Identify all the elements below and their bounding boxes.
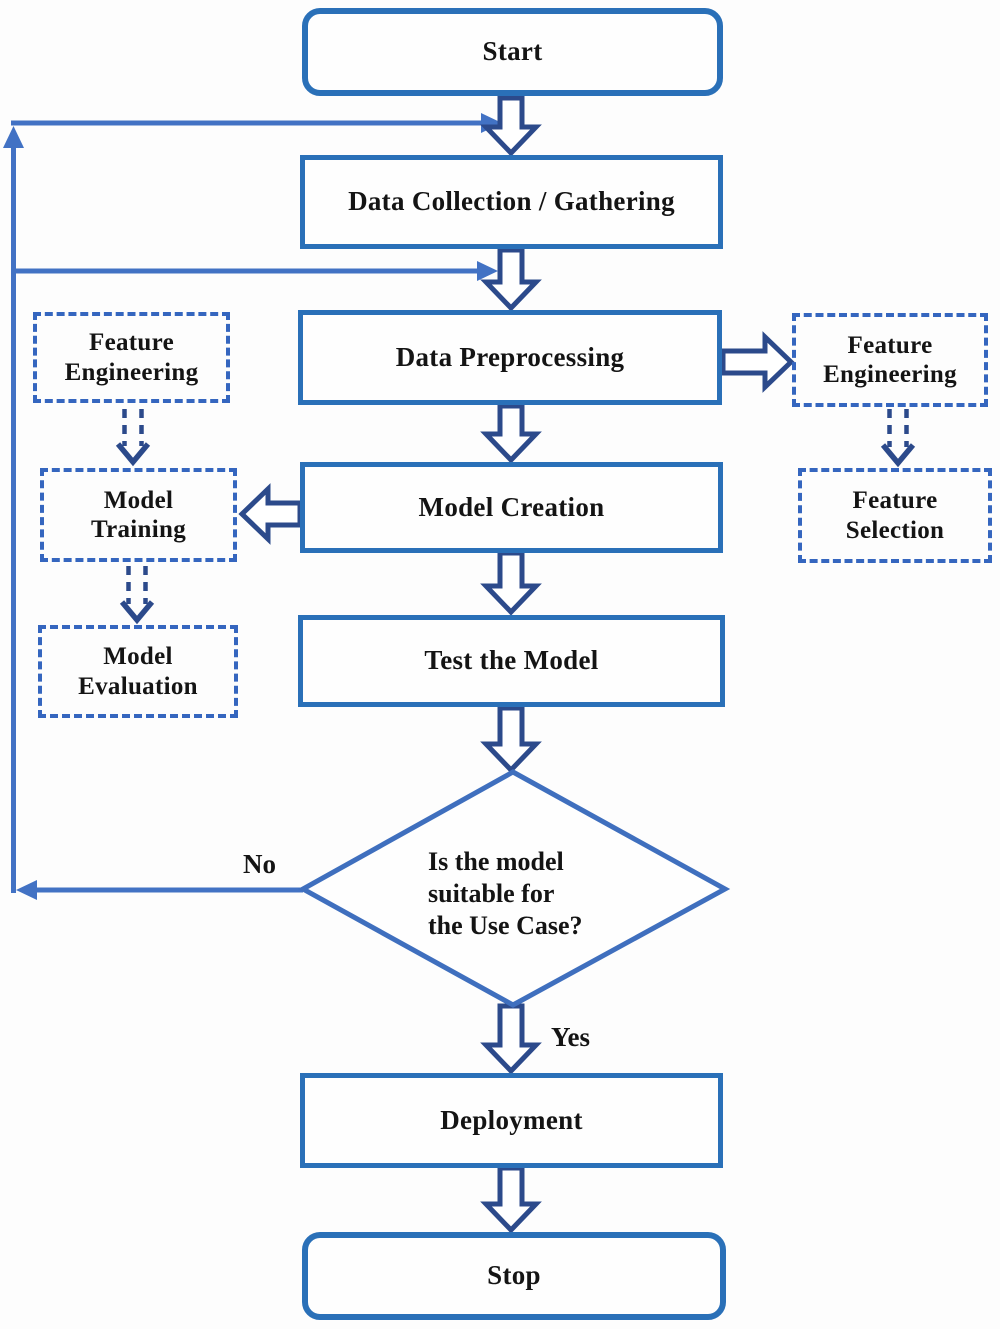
arrow-test-to-decision-icon [480,705,542,774]
node-test-model-label: Test the Model [424,645,599,676]
node-feature-engineering-right: Feature Engineering [792,313,988,407]
node-deployment: Deployment [300,1073,723,1168]
decision-text-line3: the Use Case? [428,911,583,940]
dashed-arrow-feateng-to-training-icon [115,409,151,467]
dashed-arrow-feateng-to-selection-icon [880,409,916,468]
node-model-creation: Model Creation [300,462,723,553]
edge-label-no: No [243,849,276,880]
yes-label-text: Yes [551,1022,590,1052]
node-feature-selection-label: Feature Selection [845,487,945,544]
node-feature-engineering-right-label: Feature Engineering [823,331,957,389]
arrow-decision-to-deployment-icon [480,1003,542,1075]
arrow-preprocessing-to-creation-icon [480,403,542,464]
decision-text-line2: suitable for [428,879,555,908]
arrow-creation-to-test-icon [480,550,542,616]
node-data-collection-label: Data Collection / Gathering [348,186,675,217]
node-model-training-label: Model Training [90,486,186,544]
node-deployment-label: Deployment [440,1104,583,1135]
block-arrows [238,95,795,1234]
arrow-collection-to-preprocessing-icon [480,247,542,312]
node-model-training: Model Training [40,468,237,562]
arrow-preprocessing-to-feature-eng-icon [720,331,795,393]
node-feature-engineering-left-label: Feature Engineering [64,329,199,386]
node-stop-label: Stop [487,1260,541,1291]
node-model-evaluation-label: Model Evaluation [78,643,198,700]
no-feedback-loop [3,113,502,900]
dashed-arrow-training-to-evaluation-icon [119,566,155,625]
no-label-text: No [243,849,276,879]
decision-diamond [297,769,731,1008]
node-data-collection: Data Collection / Gathering [300,155,723,249]
node-feature-selection: Feature Selection [798,468,992,563]
arrow-deployment-to-stop-icon [480,1165,542,1234]
arrow-creation-to-training-icon [238,483,303,545]
decision-text: Is the model suitable for the Use Case? [428,846,638,942]
node-feature-engineering-left: Feature Engineering [33,312,230,403]
arrow-start-to-collection-icon [480,95,542,157]
node-test-model: Test the Model [298,615,725,707]
node-start-label: Start [482,36,543,67]
dashed-arrows [115,409,916,625]
node-model-creation-label: Model Creation [418,491,605,522]
edge-label-yes: Yes [551,1022,590,1053]
node-start: Start [302,8,723,96]
node-stop: Stop [302,1232,726,1320]
node-data-preprocessing: Data Preprocessing [298,310,722,405]
node-model-evaluation: Model Evaluation [38,625,238,718]
node-data-preprocessing-label: Data Preprocessing [395,341,625,372]
decision-text-line1: Is the model [428,847,564,876]
